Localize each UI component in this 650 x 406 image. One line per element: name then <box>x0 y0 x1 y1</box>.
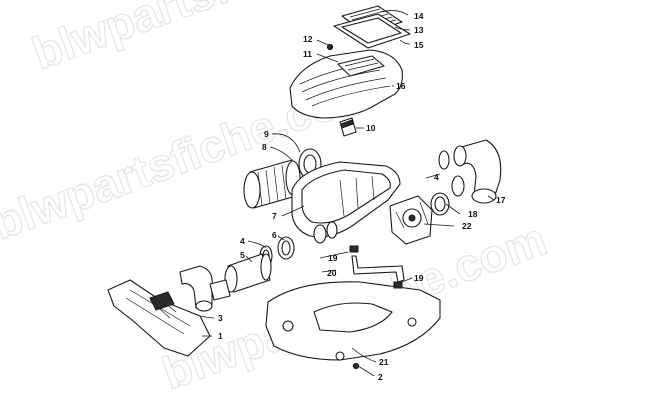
part-1-lower-shield[interactable] <box>107 279 211 357</box>
part-13-frame[interactable] <box>333 13 411 49</box>
callout-2[interactable]: 2 <box>378 372 383 382</box>
part-22-throttle-body[interactable] <box>389 195 433 245</box>
callout-7[interactable]: 7 <box>272 211 277 221</box>
part-4-clamp-right[interactable] <box>438 150 465 197</box>
part-6-clamp[interactable] <box>277 236 295 260</box>
part-7-airbox-base[interactable] <box>291 161 401 244</box>
callout-20[interactable]: 20 <box>327 268 337 278</box>
part-20-hose[interactable] <box>351 255 405 283</box>
callout-18[interactable]: 18 <box>468 209 478 219</box>
callouts: 14 13 15 12 11 16 10 9 8 7 6 4 5 3 1 19 … <box>218 11 506 382</box>
callout-13[interactable]: 13 <box>414 25 424 35</box>
leader-lines <box>199 10 495 377</box>
callout-16[interactable]: 16 <box>396 81 406 91</box>
callout-8[interactable]: 8 <box>262 142 267 152</box>
callout-19-b[interactable]: 19 <box>414 273 424 283</box>
part-10-damper[interactable] <box>339 117 357 137</box>
callout-22[interactable]: 22 <box>462 221 472 231</box>
callout-4-right[interactable]: 4 <box>434 172 439 182</box>
part-5-intake-tube[interactable] <box>224 253 272 293</box>
part-18-clamp[interactable] <box>430 192 450 216</box>
callout-14[interactable]: 14 <box>414 11 424 21</box>
callout-5[interactable]: 5 <box>240 250 245 260</box>
part-21-belly-pan[interactable] <box>265 281 441 361</box>
callout-12[interactable]: 12 <box>303 34 313 44</box>
callout-15[interactable]: 15 <box>414 40 424 50</box>
callout-11[interactable]: 11 <box>303 49 312 59</box>
callout-21[interactable]: 21 <box>379 357 389 367</box>
callout-17[interactable]: 17 <box>496 195 506 205</box>
part-19-clip-a[interactable] <box>349 245 359 253</box>
callout-4-left[interactable]: 4 <box>240 236 245 246</box>
part-19-clip-b[interactable] <box>393 281 403 289</box>
callout-9[interactable]: 9 <box>264 129 269 139</box>
part-16-airbox-lid[interactable] <box>289 49 403 119</box>
callout-1[interactable]: 1 <box>218 331 223 341</box>
part-2-screw[interactable] <box>352 362 360 370</box>
callout-3[interactable]: 3 <box>218 313 223 323</box>
callout-19-a[interactable]: 19 <box>328 253 338 263</box>
part-8-air-filter[interactable] <box>243 159 301 209</box>
part-17-coupler[interactable] <box>453 139 502 204</box>
part-3-elbow-duct[interactable] <box>179 265 231 312</box>
callout-6[interactable]: 6 <box>272 230 277 240</box>
callout-10[interactable]: 10 <box>366 123 376 133</box>
part-12-screw[interactable] <box>326 43 334 51</box>
